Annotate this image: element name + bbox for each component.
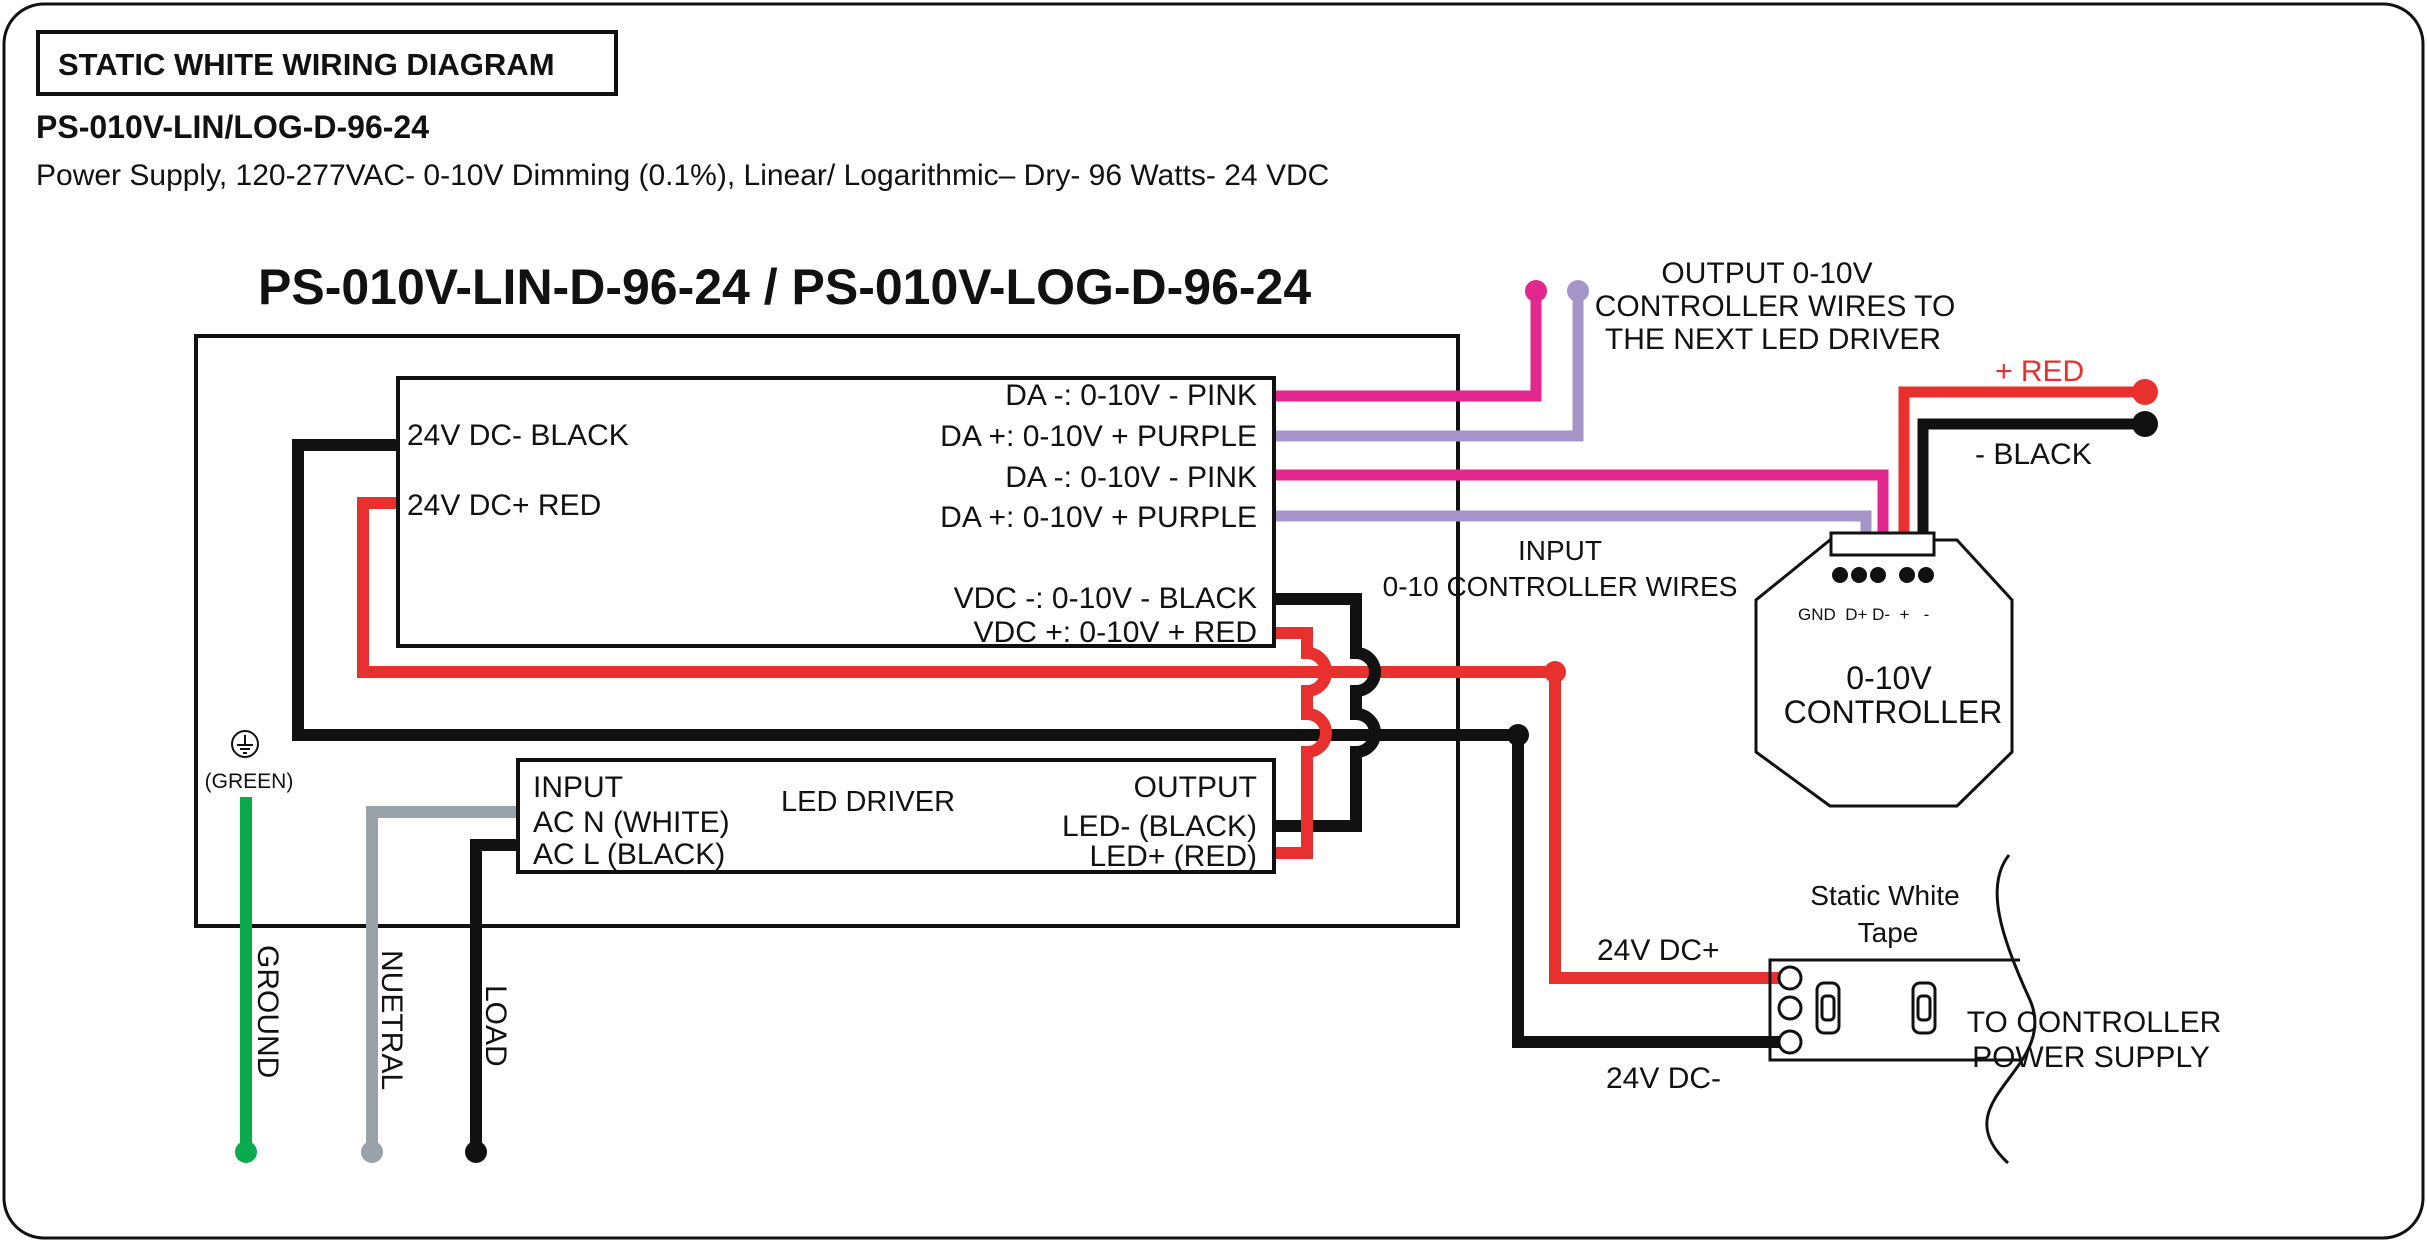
model-description: Power Supply, 120-277VAC- 0-10V Dimming … [36, 159, 1329, 192]
controller-terminal-block [1829, 531, 1936, 557]
tape-cut-line [1985, 854, 2037, 1165]
wire-pink-input [1274, 469, 1889, 533]
module-da-minus-2: DA -: 0-10V - PINK [1005, 461, 1257, 494]
load-label: LOAD [479, 985, 512, 1067]
module-da-plus-1: DA +: 0-10V + PURPLE [940, 420, 1257, 453]
controller-black-end [2132, 411, 2158, 437]
controller-plus-red-label: + RED [1995, 355, 2084, 388]
wire-tape-minus [1512, 735, 1790, 1048]
output-note-line3: THE NEXT LED DRIVER [1605, 323, 1941, 356]
controller-minus-black-label: - BLACK [1975, 438, 2092, 471]
led-driver [516, 758, 1276, 874]
tape-led-chip-icon [1911, 981, 1937, 1035]
wire-24v-dc-minus [292, 439, 1518, 741]
tape-dc-plus-label: 24V DC+ [1597, 934, 1720, 967]
tape-solder-pads [1777, 965, 1803, 1055]
wire-load [470, 839, 520, 1152]
diagram-title: STATIC WHITE WIRING DIAGRAM [58, 47, 555, 82]
controller-red-end [2132, 379, 2158, 405]
model-number: PS-010V-LIN/LOG-D-96-24 [36, 109, 429, 145]
tape-to-controller-line1: TO CONTROLLER [1967, 1006, 2222, 1039]
module-vdc-plus: VDC +: 0-10V + RED [974, 616, 1257, 649]
neutral-label: NUETRAL [375, 950, 408, 1090]
input-note-line2: 0-10 CONTROLLER WIRES [1383, 571, 1738, 602]
module-da-plus-2: DA +: 0-10V + PURPLE [940, 501, 1257, 534]
load-end [465, 1141, 487, 1163]
wire-purple-output [1274, 291, 1584, 442]
module-da-minus-1: DA -: 0-10V - PINK [1005, 379, 1257, 412]
wire-vdc-red [1274, 627, 1332, 859]
wire-neutral [366, 806, 520, 1152]
module-left-red: 24V DC+ RED [407, 489, 601, 522]
purple-wire-end [1567, 280, 1589, 302]
dimming-module [396, 376, 1276, 648]
wire-tape-plus [1549, 672, 1790, 984]
driver-ac-l: AC L (BLACK) [533, 838, 725, 871]
controller-name-line1: 0-10V [1846, 660, 1932, 696]
tape-dc-minus-label: 24V DC- [1606, 1062, 1721, 1095]
driver-ac-n: AC N (WHITE) [533, 806, 730, 839]
power-supply-enclosure [194, 334, 1460, 928]
controller-terminal-dots [1832, 567, 1934, 583]
wire-controller-red [1898, 386, 2145, 533]
pink-wire-end [1525, 280, 1547, 302]
ground-symbol-icon [231, 730, 259, 758]
tape-strip-outline [1768, 958, 2020, 1062]
output-note-line2: CONTROLLER WIRES TO [1595, 290, 1956, 323]
driver-led-plus: LED+ (RED) [1089, 840, 1257, 873]
wire-vdc-black [1274, 593, 1381, 832]
controller-name-line2: CONTROLLER [1784, 694, 2003, 730]
neutral-end [361, 1141, 383, 1163]
input-note-line1: INPUT [1518, 535, 1602, 566]
wire-pink-output [1274, 291, 1542, 402]
wire-controller-black [1917, 418, 2145, 533]
tape-to-controller-line2: POWER SUPPLY [1972, 1041, 2210, 1074]
module-vdc-minus: VDC -: 0-10V - BLACK [954, 582, 1257, 615]
tape-title-line2: Tape [1858, 917, 1919, 948]
ground-end [235, 1141, 257, 1163]
tape-title-line1: Static White [1810, 880, 1959, 911]
title-box [36, 30, 618, 96]
driver-output-label: OUTPUT [1134, 771, 1257, 804]
module-left-black: 24V DC- BLACK [407, 419, 629, 452]
driver-led-minus: LED- (BLACK) [1062, 810, 1257, 843]
ground-label: GROUND [251, 945, 284, 1078]
supply-title: PS-010V-LIN-D-96-24 / PS-010V-LOG-D-96-2… [258, 259, 1311, 315]
controller-terminal-labels: GND D+ D- + - [1798, 605, 1929, 624]
driver-name: LED DRIVER [781, 786, 955, 818]
tape-led-chip-icon [1815, 981, 1841, 1035]
controller-body [1754, 538, 2014, 808]
wire-purple-input [1274, 510, 1872, 533]
wire-24v-dc-plus [357, 497, 1555, 678]
output-note-line1: OUTPUT 0-10V [1661, 257, 1872, 290]
ground-color-label: (GREEN) [205, 770, 294, 793]
driver-input-label: INPUT [533, 771, 623, 804]
